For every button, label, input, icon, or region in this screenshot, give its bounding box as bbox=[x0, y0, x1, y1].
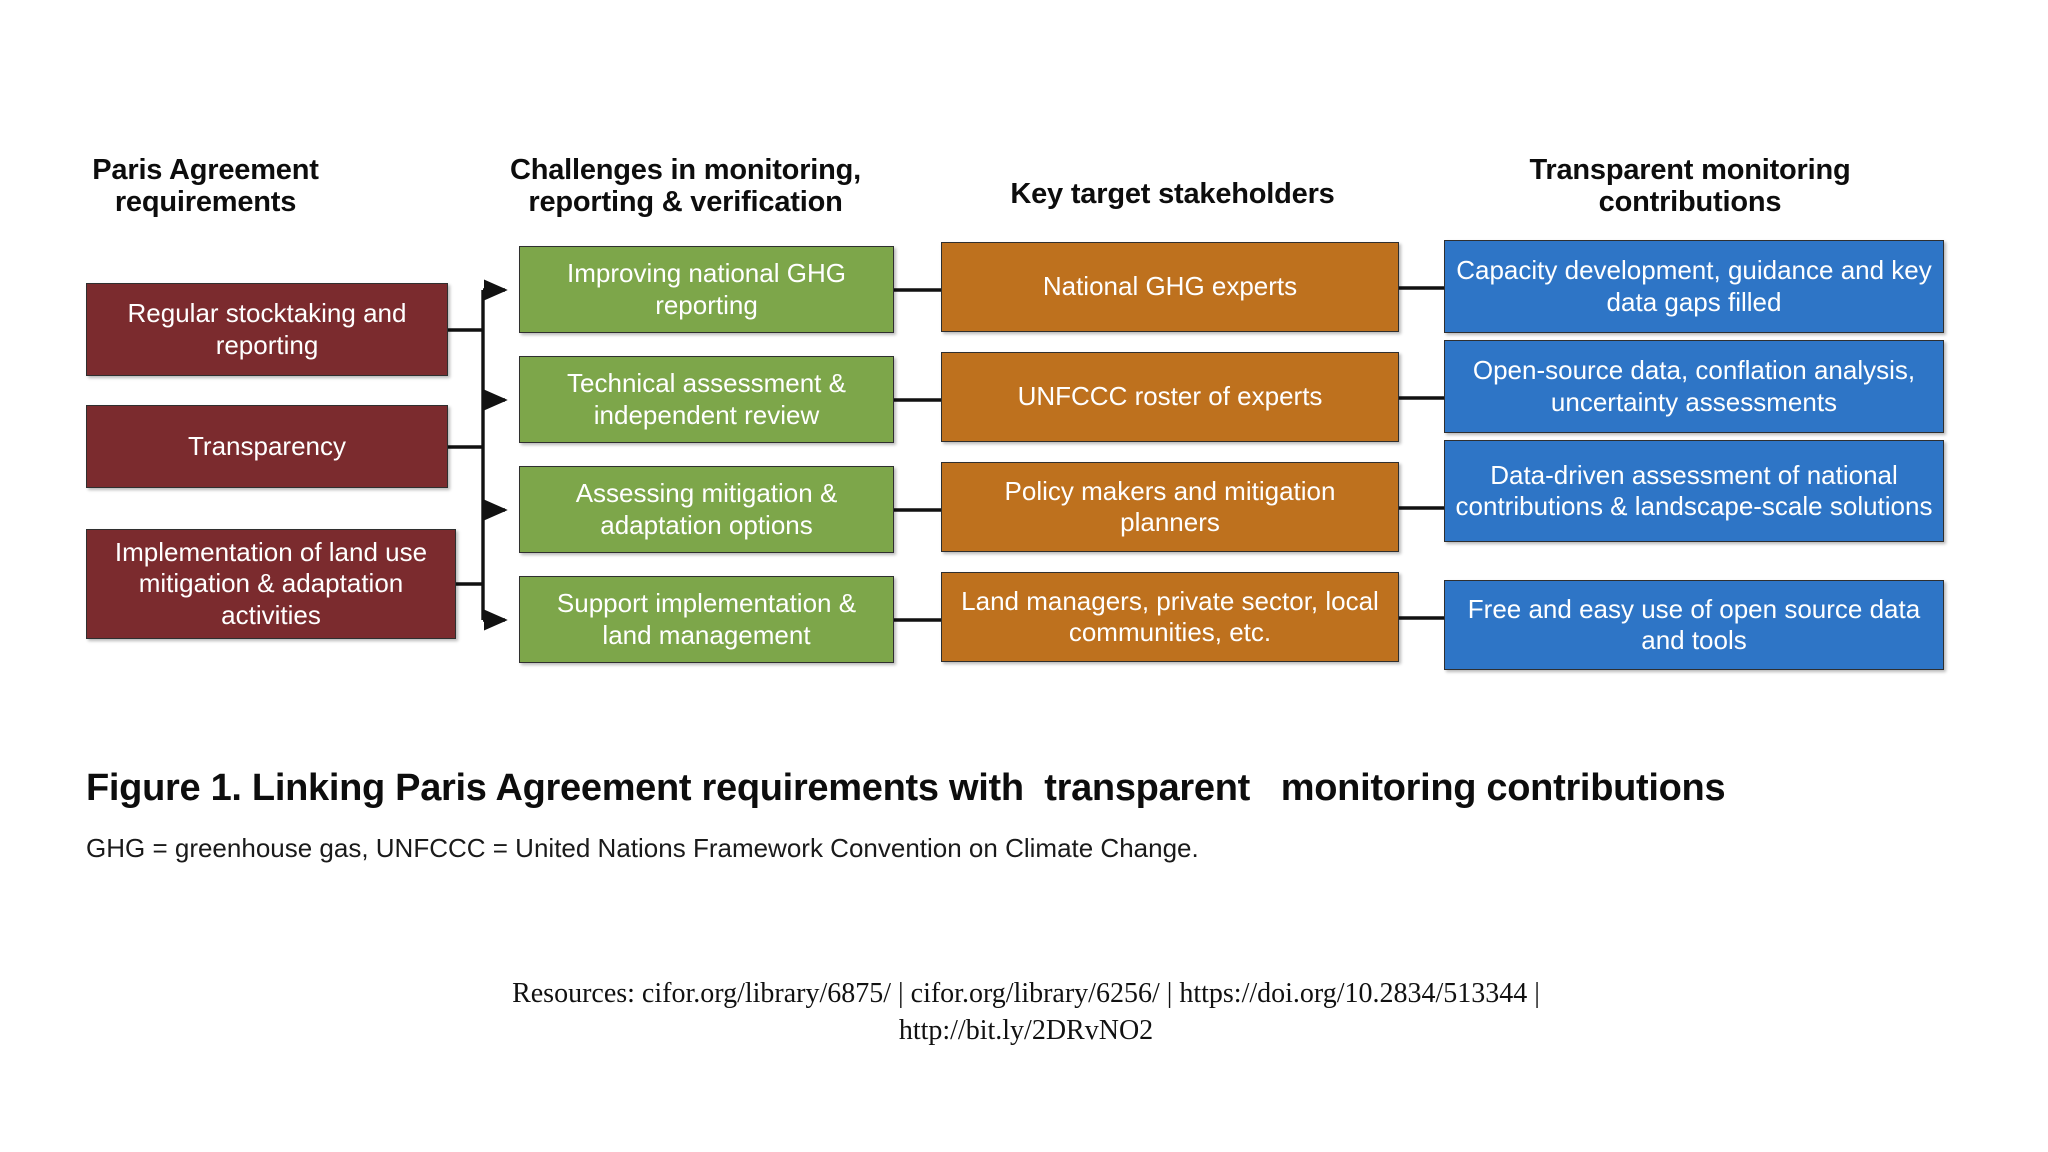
column-heading-paris-agreement-requirements: Paris Agreement requirements bbox=[92, 154, 319, 219]
box-label: Open-source data, conflation analysis, u… bbox=[1472, 355, 1916, 417]
box-label: UNFCCC roster of experts bbox=[1017, 381, 1323, 412]
box-label: Transparency bbox=[188, 430, 346, 461]
box-label: Assessing mitigation & adaptation option… bbox=[575, 478, 838, 540]
box-assessing-mitigation-adaptation-options[interactable]: Assessing mitigation & adaptation option… bbox=[519, 466, 894, 553]
box-land-managers-private-sector[interactable]: Land managers, private sector, local com… bbox=[941, 572, 1399, 662]
box-technical-assessment-independent-review[interactable]: Technical assessment & independent revie… bbox=[519, 356, 894, 443]
box-label: Land managers, private sector, local com… bbox=[961, 585, 1379, 647]
box-label: Free and easy use of open source data an… bbox=[1467, 593, 1921, 655]
box-data-driven-assessment-of-national-contributions[interactable]: Data-driven assessment of national contr… bbox=[1444, 440, 1944, 542]
column-heading-transparent-monitoring-contributions: Transparent monitoring contributions bbox=[1529, 154, 1851, 219]
box-implementation-of-land-use-mitigation[interactable]: Implementation of land use mitigation & … bbox=[86, 529, 456, 639]
box-label: Policy makers and mitigation planners bbox=[1004, 475, 1336, 537]
figure-caption: Figure 1. Linking Paris Agreement requir… bbox=[86, 767, 1726, 809]
resources-block: Resources: cifor.org/library/6875/ | cif… bbox=[86, 975, 1966, 1049]
box-free-and-easy-use-of-open-source-data[interactable]: Free and easy use of open source data an… bbox=[1444, 580, 1944, 670]
box-label: Implementation of land use mitigation & … bbox=[114, 537, 428, 630]
box-unfccc-roster-of-experts[interactable]: UNFCCC roster of experts bbox=[941, 352, 1399, 442]
resources-line-2: http://bit.ly/2DRvNO2 bbox=[898, 1015, 1154, 1047]
box-improving-national-ghg-reporting[interactable]: Improving national GHG reporting bbox=[519, 246, 894, 333]
box-regular-stocktaking-and-reporting[interactable]: Regular stocktaking and reporting bbox=[86, 283, 448, 376]
column-heading-key-target-stakeholders: Key target stakeholders bbox=[1010, 178, 1335, 210]
box-label: Technical assessment & independent revie… bbox=[567, 368, 846, 430]
figure-legend: GHG = greenhouse gas, UNFCCC = United Na… bbox=[86, 833, 1199, 863]
box-label: Support implementation & land management bbox=[556, 588, 857, 650]
box-support-implementation-land-management[interactable]: Support implementation & land management bbox=[519, 576, 894, 663]
box-label: National GHG experts bbox=[1042, 271, 1298, 302]
box-national-ghg-experts[interactable]: National GHG experts bbox=[941, 242, 1399, 332]
box-open-source-data-conflation-analysis[interactable]: Open-source data, conflation analysis, u… bbox=[1444, 340, 1944, 433]
box-transparency[interactable]: Transparency bbox=[86, 405, 448, 488]
column-heading-challenges-in-mrv: Challenges in monitoring, reporting & ve… bbox=[509, 154, 862, 219]
resources-line-1: Resources: cifor.org/library/6875/ | cif… bbox=[512, 978, 1540, 1009]
box-label: Regular stocktaking and reporting bbox=[127, 298, 407, 360]
box-capacity-development-guidance[interactable]: Capacity development, guidance and key d… bbox=[1444, 240, 1944, 333]
box-policy-makers-and-mitigation-planners[interactable]: Policy makers and mitigation planners bbox=[941, 462, 1399, 552]
box-label: Data-driven assessment of national contr… bbox=[1455, 459, 1933, 521]
box-label: Capacity development, guidance and key d… bbox=[1456, 255, 1932, 317]
box-label: Improving national GHG reporting bbox=[567, 258, 846, 320]
